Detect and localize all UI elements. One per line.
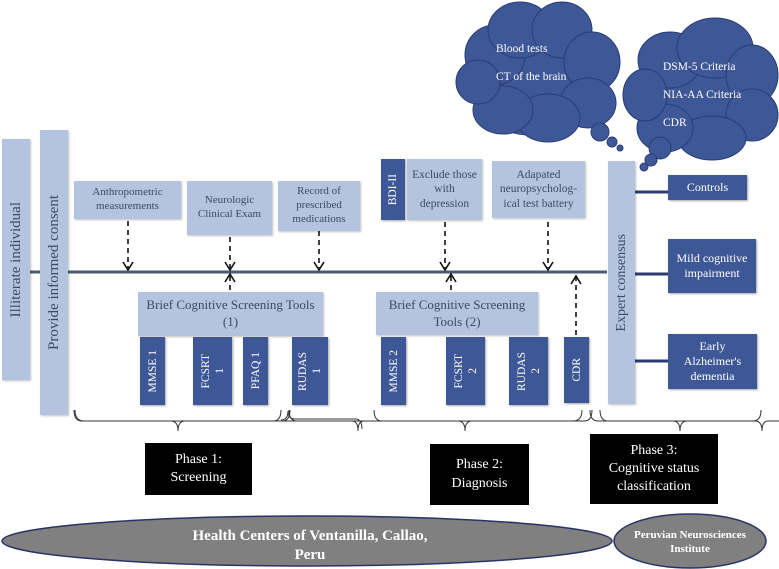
phase3-subtitle-1: Cognitive status	[608, 460, 700, 476]
health-centers-label: Health Centers of Ventanilla, Callao, Pe…	[100, 527, 520, 565]
outcome-label: Controls	[686, 180, 729, 194]
phase3-label: Phase 3: Cognitive status classification	[590, 434, 718, 504]
tool-label: MMSE 2	[387, 349, 400, 393]
tool-label: FCSRT	[452, 353, 465, 389]
exclude-label: Exclude those with depression	[412, 168, 477, 210]
phase2-title: Phase 2:	[455, 457, 504, 473]
informed-consent-box: Provide informed consent	[40, 130, 68, 415]
tool-label-number: 1	[311, 368, 323, 374]
institute-label: Peruvian Neurosciences Institute	[612, 528, 768, 557]
institute-line1: Peruvian Neurosciences	[634, 529, 746, 541]
brace-phase1	[73, 409, 282, 432]
health-centers-ellipse	[1, 515, 613, 567]
cloud-item: Blood tests	[496, 43, 548, 55]
tool-label: RUDAS	[515, 351, 528, 391]
outcome-early-ad: Early Alzheimer's dementia	[668, 334, 757, 389]
tool-label: FCSRT	[199, 353, 212, 389]
tool-label: RUDAS	[297, 351, 309, 391]
cloud-item: CT of the brain	[496, 71, 567, 83]
illiterate-label: Illiterate individual	[7, 201, 24, 318]
tool-rudas2: RUDAS 2	[509, 337, 548, 405]
illiterate-individual-box: Illiterate individual	[2, 139, 30, 380]
arrowhead-down	[542, 261, 554, 272]
tool-label: CDR	[570, 358, 583, 382]
anthropometric-label: Anthropometric measurements	[92, 186, 163, 212]
anthropometric-box: Anthropometric measurements	[74, 181, 181, 219]
tool-rudas1: RUDAS 1	[292, 337, 328, 405]
tool-fcsrt1: FCSRT 1	[193, 337, 232, 405]
tool-cdr: CDR	[564, 337, 589, 403]
screening-tools-1-box: Brief Cognitive Screening Tools (1)	[138, 292, 323, 336]
phase3-title: Phase 3:	[630, 442, 678, 458]
cloud-item: CDR	[663, 117, 687, 129]
phase1-subtitle: Screening	[170, 470, 227, 485]
medications-label: Record of prescribed medications	[292, 185, 346, 225]
tool-pfaq1: PFAQ 1	[243, 337, 268, 405]
tool-label: MMSE 1	[146, 349, 159, 393]
outcome-controls: Controls	[668, 175, 747, 200]
institute-line2: Institute	[670, 543, 710, 556]
arrowhead-down	[439, 261, 451, 272]
phase1-title: Phase 1:	[174, 451, 223, 467]
bdi-label: BDI-II	[387, 173, 399, 206]
outcome-label: Mild cognitive impairment	[676, 251, 748, 280]
brace-phase1-full	[74, 409, 365, 432]
expert-consensus-label: Expert consensus	[613, 233, 629, 332]
screening-tools-1-label: Brief Cognitive Screening Tools (1)	[146, 297, 315, 329]
medications-box: Record of prescribed medications	[278, 181, 360, 231]
cloud-item: DSM-5 Criteria	[663, 61, 736, 73]
consent-label: Provide informed consent	[45, 195, 62, 350]
tool-fcsrt2: FCSRT 2	[446, 337, 485, 405]
arrowhead-down	[313, 261, 325, 272]
expert-consensus-box: Expert consensus	[608, 161, 635, 404]
tool-label-number: 1	[213, 368, 226, 374]
neurologic-label: Neurologic Clinical Exam	[197, 194, 262, 220]
institute-ellipse	[613, 513, 767, 569]
arrowhead-down	[122, 261, 134, 272]
tool-mmse1: MMSE 1	[140, 337, 165, 405]
arrowhead-up	[224, 272, 236, 283]
brace-phase2	[373, 409, 593, 432]
brace-join-1	[281, 409, 291, 422]
outcome-label: Early Alzheimer's dementia	[683, 339, 742, 383]
screening-tools-2-box: Brief Cognitive Screening Tools (2)	[376, 292, 538, 335]
battery-label: Adapated neuropsycholog-ical test batter…	[499, 168, 578, 210]
phase3-subtitle-2: classification	[617, 479, 691, 495]
phase2-label: Phase 2: Diagnosis	[430, 444, 529, 505]
arrowhead-down	[224, 261, 236, 272]
screening-tools-2-label: Brief Cognitive Screening Tools (2)	[388, 296, 526, 329]
neurologic-exam-box: Neurologic Clinical Exam	[187, 181, 272, 235]
cloud-criteria	[622, 17, 779, 172]
arrowhead-up	[570, 274, 582, 285]
phase1-label: Phase 1: Screening	[145, 443, 252, 495]
arrowhead-up	[445, 272, 457, 283]
health-centers-line1: Health Centers of Ventanilla, Callao,	[192, 528, 428, 544]
test-battery-box: Adapated neuropsycholog-ical test batter…	[492, 161, 585, 218]
exclude-depression-box: Exclude those with depression	[407, 159, 482, 220]
bdi-ii-box: BDI-II	[381, 159, 405, 220]
tool-mmse2: MMSE 2	[381, 337, 406, 405]
outcome-mci: Mild cognitive impairment	[668, 239, 756, 293]
brace-phase1-tail	[287, 410, 363, 430]
phase2-subtitle: Diagnosis	[451, 475, 508, 491]
cloud-item: NIA-AA Criteria	[663, 89, 741, 101]
tool-label-number: 2	[529, 368, 542, 374]
brace-phase3	[599, 409, 762, 432]
tool-label-number: 2	[466, 368, 479, 374]
cloud-labs	[455, 1, 624, 152]
health-centers-line2: Peru	[294, 546, 326, 563]
tool-label: PFAQ 1	[249, 352, 262, 390]
